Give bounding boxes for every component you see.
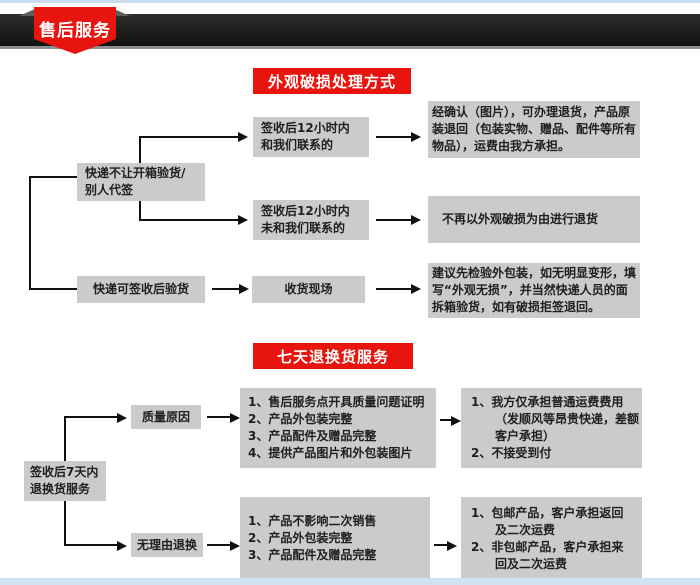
node-receiving-site: 收货现场 [252, 276, 365, 303]
node-noreason-conditions: 1、产品不影响二次销售 2、产品外包装完整 3、产品配件及赠品完整 [240, 497, 430, 580]
arrowhead-icon [117, 413, 127, 423]
text-line: 4、提供产品图片和外包装图片 [248, 446, 413, 460]
text-line: 客户承担） [495, 429, 556, 443]
text-line: 1、包邮产品，客户承担返回 [471, 505, 624, 520]
text-line: 建议先检验外包装，如无明显变形，填 [432, 266, 637, 280]
node-no-contact-within-12h: 签收后12小时内未和我们联系的 [253, 200, 369, 240]
node-courier-no-open-check: 快递不让开箱验货/别人代签 [77, 163, 205, 201]
ribbon-title: 售后服务 [39, 21, 111, 41]
flow-line [440, 419, 452, 421]
section2-title: 七天退换货服务 [253, 343, 413, 369]
arrowhead-icon [230, 541, 240, 551]
text-line: 及二次运费 [495, 522, 556, 537]
text-line: 1、我方仅承担普通运费费用 [471, 395, 624, 409]
node-quality-conditions: 1、售后服务点开具质量问题证明 2、产品外包装完整 3、产品配件及赠品完整 4、… [240, 388, 436, 468]
text-line: 1、售后服务点开具质量问题证明 [248, 395, 425, 409]
arrowhead-icon [411, 132, 421, 142]
text-line: 拆箱验货，如有破损拒签退回。 [432, 300, 601, 314]
node-contact-within-12h: 签收后12小时内和我们联系的 [253, 117, 369, 157]
text-line: 写“外观无损”，并当然快递人员的面 [432, 283, 628, 297]
arrowhead-icon [117, 541, 127, 551]
text-line: 装退回（包装实物、赠品、配件等所有 [432, 122, 637, 136]
node-confirmed-return-policy: 经确认（图片），可办理退货，产品原 装退回（包装实物、赠品、配件等所有 物品），… [428, 101, 640, 158]
node-noreason-freight-terms: 1、包邮产品，客户承担返回 及二次运费 2、非包邮产品，客户承担来 回及二次运费 [461, 497, 642, 580]
flow-line [376, 219, 412, 221]
flow-line [64, 544, 118, 546]
flow-line [139, 219, 239, 221]
header-black-bar [0, 14, 700, 49]
section1-title: 外观破损处理方式 [253, 68, 411, 94]
text-line: 1、产品不影响二次销售 [248, 514, 377, 528]
flow-line [139, 137, 141, 164]
ribbon-fold-right [114, 9, 130, 16]
flow-line [376, 136, 412, 138]
arrowhead-icon [451, 416, 461, 426]
text-line: 3、产品配件及赠品完整 [248, 429, 377, 443]
flow-line [29, 176, 31, 290]
flow-line [139, 200, 141, 220]
node-quality-reason: 质量原因 [131, 405, 201, 429]
flow-line [29, 176, 77, 178]
node-no-return-for-damage: 不再以外观破损为由进行退货 [428, 196, 640, 243]
flow-line [29, 288, 77, 290]
node-inspect-advice: 建议先检验外包装，如无明显变形，填 写“外观无损”，并当然快递人员的面 拆箱验货… [428, 263, 640, 318]
flow-line [434, 544, 448, 546]
node-no-reason-return: 无理由退换 [131, 533, 203, 557]
flow-line [207, 544, 231, 546]
text-line: 物品），运费由我方承担。 [432, 139, 571, 153]
text-line: 2、非包邮产品，客户承担来 [471, 539, 624, 554]
flow-line [207, 416, 231, 418]
text-line: 回及二次运费 [495, 556, 568, 571]
flow-line [212, 288, 240, 290]
arrowhead-icon [411, 284, 421, 294]
text-line: 2、不接受到付 [471, 446, 552, 460]
text-line: （发顺风等昂贵快递，差额 [495, 412, 640, 426]
node-quality-freight-terms: 1、我方仅承担普通运费费用 （发顺风等昂贵快递，差额 客户承担） 2、不接受到付 [461, 388, 642, 468]
arrowhead-icon [238, 215, 248, 225]
text-line: 3、产品配件及赠品完整 [248, 548, 377, 562]
ribbon-fold-left [19, 9, 35, 16]
text-line: 经确认（图片），可办理退货，产品原 [432, 105, 631, 119]
node-courier-check-after-sign: 快递可签收后验货 [77, 276, 205, 303]
arrowhead-icon [230, 413, 240, 423]
node-7day-return-service: 签收后7天内退换货服务 [24, 461, 106, 501]
text-line: 2、产品外包装完整 [248, 531, 353, 545]
arrowhead-icon [239, 284, 249, 294]
arrowhead-icon [411, 215, 421, 225]
top-border-line [0, 0, 700, 3]
flow-line [64, 416, 118, 418]
flow-line [139, 136, 239, 138]
text-line: 2、产品外包装完整 [248, 412, 353, 426]
arrowhead-icon [447, 541, 457, 551]
bottom-border-strip [0, 578, 700, 585]
arrowhead-icon [238, 132, 248, 142]
flow-line [376, 288, 412, 290]
